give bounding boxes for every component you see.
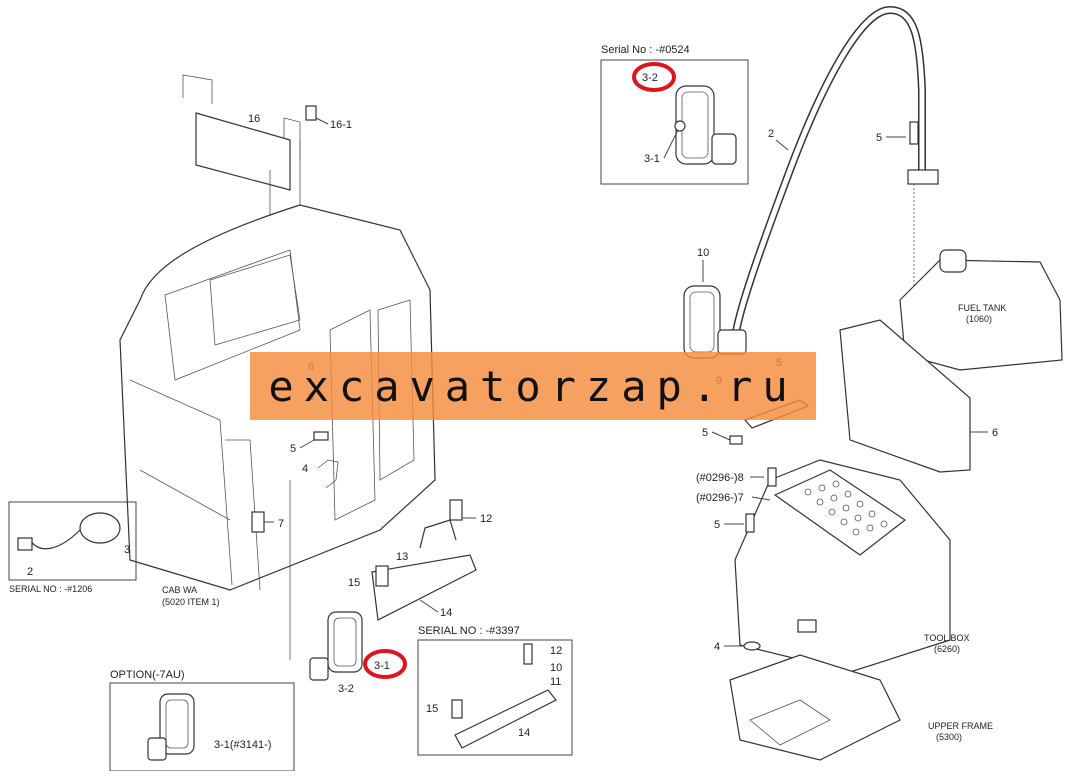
label-3-2-mid: 3-2 bbox=[338, 683, 354, 695]
option-title: OPTION(-7AU) bbox=[110, 669, 185, 681]
mirror-part-3 bbox=[17, 512, 121, 551]
highlight-circle-3-2-top bbox=[632, 62, 676, 92]
watermark: excavatorzap.ru bbox=[250, 352, 816, 420]
inset-title-1206: SERIAL NO : -#1206 bbox=[9, 584, 92, 594]
inset-box-1206 bbox=[8, 501, 137, 581]
label-15: 15 bbox=[348, 577, 360, 589]
label-12: 12 bbox=[480, 513, 492, 525]
label-14b: 14 bbox=[518, 727, 530, 739]
label-11: 11 bbox=[550, 676, 561, 688]
label-5-box: 5 bbox=[714, 519, 720, 531]
label-16-1: 16-1 bbox=[330, 119, 352, 131]
label-7-serial: (#0296-)7 bbox=[696, 492, 744, 504]
label-fuel-tank-no: (1060) bbox=[966, 314, 992, 324]
label-7: 7 bbox=[278, 518, 284, 530]
handrail bbox=[731, 5, 926, 343]
label-cab-wa-no: (5020 ITEM 1) bbox=[162, 597, 220, 607]
bolt-7 bbox=[251, 511, 265, 533]
label-13: 13 bbox=[396, 551, 408, 563]
label-5-cab: 5 bbox=[290, 443, 296, 455]
label-16: 16 bbox=[248, 113, 260, 125]
bolt-12 bbox=[449, 499, 463, 521]
label-10: 10 bbox=[697, 247, 709, 259]
mirror-part-3-1-mid bbox=[309, 611, 363, 681]
label-5-tank: 5 bbox=[876, 132, 882, 144]
tool-box bbox=[734, 459, 951, 673]
bolt-15 bbox=[375, 565, 389, 587]
option-box bbox=[109, 682, 295, 772]
inset-title-3397: SERIAL NO : -#3397 bbox=[418, 625, 520, 637]
label-8-serial: (#0296-)8 bbox=[696, 472, 744, 484]
inset-box-0524 bbox=[600, 59, 749, 185]
upper-frame bbox=[729, 654, 901, 761]
label-2: 2 bbox=[27, 566, 33, 578]
label-4-box: 4 bbox=[714, 641, 720, 653]
label-6-cover: 6 bbox=[992, 427, 998, 439]
label-upper-frame: UPPER FRAME bbox=[928, 721, 993, 731]
mirror-part-top bbox=[674, 85, 737, 165]
step-14 bbox=[371, 554, 477, 621]
label-tool-box: TOOL BOX bbox=[924, 633, 970, 643]
bolt-5-tank bbox=[909, 121, 919, 145]
bolt-16-1 bbox=[305, 105, 317, 121]
label-5-mid2: 5 bbox=[702, 427, 708, 439]
label-3-1-option: 3-1(#3141-) bbox=[214, 739, 271, 751]
label-fuel-tank: FUEL TANK bbox=[958, 303, 1006, 313]
label-4-cab: 4 bbox=[302, 463, 308, 475]
label-3-1-top: 3-1 bbox=[644, 153, 660, 165]
label-14: 14 bbox=[440, 607, 452, 619]
label-2-handrail: 2 bbox=[768, 128, 774, 140]
inset-title-0524: Serial No : -#0524 bbox=[601, 44, 690, 56]
tool-box-mat bbox=[773, 469, 907, 556]
tank-cover-6 bbox=[839, 319, 971, 473]
label-3-1-mid: 3-1 bbox=[374, 660, 390, 672]
label-10b: 10 bbox=[550, 662, 562, 674]
inset-box-3397 bbox=[417, 639, 573, 756]
label-tool-box-no: (6260) bbox=[934, 644, 960, 654]
label-3-2-top: 3-2 bbox=[642, 72, 658, 84]
label-15b: 15 bbox=[426, 703, 438, 715]
sun-shade-16 bbox=[182, 74, 301, 191]
label-3: 3 bbox=[124, 544, 130, 556]
handrail-base-plate bbox=[907, 169, 939, 185]
mirror-part-option bbox=[147, 693, 195, 761]
handle-13 bbox=[419, 519, 457, 549]
label-12b: 12 bbox=[550, 645, 562, 657]
step-14b bbox=[454, 689, 557, 749]
highlight-circle-3-1-mid bbox=[363, 649, 407, 679]
label-upper-frame-no: (5300) bbox=[936, 732, 962, 742]
label-cab-wa: CAB WA bbox=[162, 585, 197, 595]
